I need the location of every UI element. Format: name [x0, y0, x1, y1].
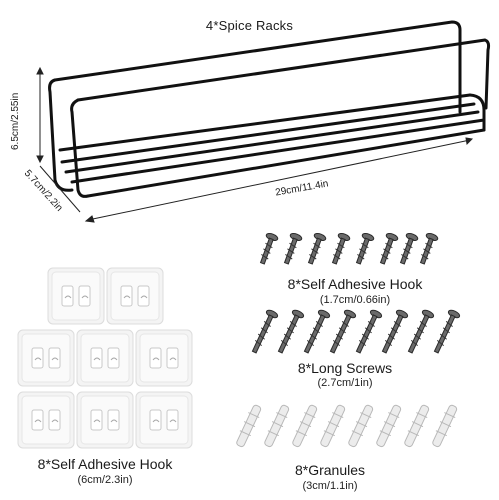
granule-icon [376, 404, 402, 448]
long-screw-icon [407, 309, 435, 354]
long-screw-icon [303, 309, 331, 354]
small-screw-icon [399, 233, 419, 265]
granule-icon [348, 404, 374, 448]
long-screw-icon [355, 309, 383, 354]
adhesive-hook-pad [17, 329, 75, 387]
small-screw-icon [379, 233, 399, 265]
small-screw-icon [419, 233, 439, 265]
adhesive-hooks-label: 8*Self Adhesive Hook [37, 456, 173, 472]
granule-icon [292, 404, 318, 448]
adhesive-hook-pad [135, 391, 193, 449]
small-screw-icon [283, 233, 303, 265]
adhesive-hook-pad [135, 329, 193, 387]
small-screw-icon [307, 233, 327, 265]
dimension-lines [36, 66, 474, 223]
granule-icon [404, 404, 430, 448]
small-screw-icon [331, 233, 351, 265]
adhesive-hook-pad [17, 391, 75, 449]
long-screws-size: (2.7cm/1in) [317, 377, 373, 389]
granule-icon [320, 404, 346, 448]
long-screw-icon [381, 309, 409, 354]
adhesive-hooks-size: (6cm/2.3in) [77, 474, 133, 486]
adhesive-hook-pad [47, 267, 105, 325]
hook-screws-label: 8*Self Adhesive Hook [287, 276, 423, 292]
adhesive-hook-pad [76, 329, 134, 387]
granule-icon [432, 404, 458, 448]
adhesive-hook-pad [76, 391, 134, 449]
small-screw-icon [355, 233, 375, 265]
long-screw-icon [277, 309, 305, 354]
granule-icon [264, 404, 290, 448]
granules-label: 8*Granules [294, 462, 366, 478]
spice-rack [48, 20, 491, 198]
hook-screws-size: (1.7cm/0.66in) [319, 294, 391, 306]
long-screws-label: 8*Long Screws [297, 360, 393, 376]
granule-icon [236, 404, 262, 448]
adhesive-hook-pad [106, 267, 164, 325]
long-screw-icon [433, 309, 461, 354]
small-screw-icon [259, 233, 279, 265]
long-screw-icon [329, 309, 357, 354]
product-title: 4*Spice Racks [205, 18, 294, 33]
granules-size: (3cm/1.1in) [302, 480, 358, 492]
long-screw-icon [251, 309, 279, 354]
